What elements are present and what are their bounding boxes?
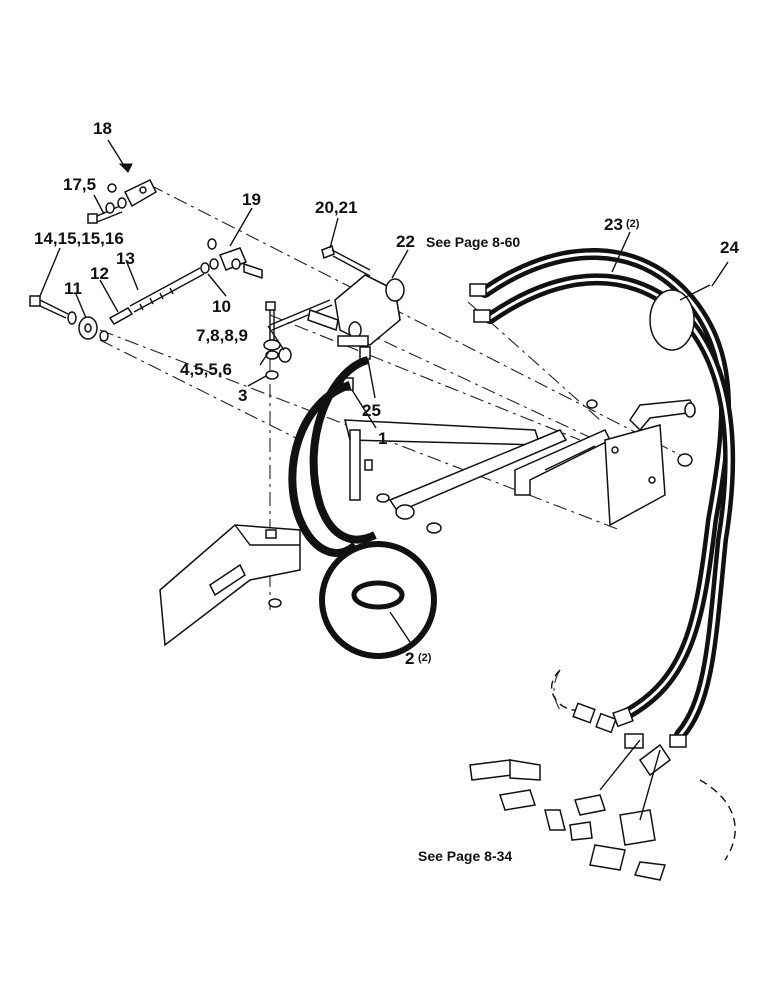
hydraulic-hoses <box>288 248 736 741</box>
callout-17-5: 17,5 <box>63 175 96 194</box>
mounting-plate <box>604 424 666 527</box>
o-ring-detail <box>319 541 437 659</box>
callout-23-quantity: (2) <box>626 218 640 230</box>
bottom-page-reference: See Page 8-34 <box>418 848 512 864</box>
callout-14-15-15-16: 14,15,15,16 <box>34 229 124 248</box>
callout-labels: 18 17,5 19 20,21 22 See Page 8-60 23 (2)… <box>34 119 739 864</box>
callout-19: 19 <box>242 190 261 209</box>
callout-11: 11 <box>64 279 82 298</box>
frame-members <box>159 399 697 647</box>
callout-20-21: 20,21 <box>315 198 358 217</box>
callout-25: 25 <box>362 401 381 420</box>
bell-crank-bracket <box>123 179 157 208</box>
callout-10: 10 <box>212 297 231 316</box>
callout-1: 1 <box>378 429 387 448</box>
callout-12: 12 <box>90 264 109 283</box>
cable-end <box>278 347 292 363</box>
washer <box>67 311 77 325</box>
jam-nut <box>108 307 134 325</box>
callout-2: 2 <box>405 649 414 668</box>
leader-lines <box>39 139 729 643</box>
hose-fitting <box>473 309 491 323</box>
threaded-rod <box>129 267 205 313</box>
linkage-assembly <box>29 179 371 380</box>
callout-4-5-5-6: 4,5,5,6 <box>180 360 232 379</box>
callout-7-8-8-9: 7,8,8,9 <box>196 326 248 345</box>
callout-22-reference: See Page 8-60 <box>426 234 520 250</box>
hose-clamp <box>649 289 695 351</box>
callout-3: 3 <box>238 386 247 405</box>
callout-24: 24 <box>720 238 739 257</box>
bolt-head <box>29 295 41 307</box>
callout-2-quantity: (2) <box>418 652 432 664</box>
hose-fitting <box>469 283 487 297</box>
tee-fitting-group <box>469 669 736 881</box>
callout-22: 22 <box>396 232 415 251</box>
o-ring <box>351 580 405 610</box>
callout-13: 13 <box>116 249 135 268</box>
callout-18: 18 <box>93 119 112 138</box>
clevis-pin <box>243 262 263 280</box>
control-valve <box>307 274 405 391</box>
callout-23: 23 <box>604 215 623 234</box>
